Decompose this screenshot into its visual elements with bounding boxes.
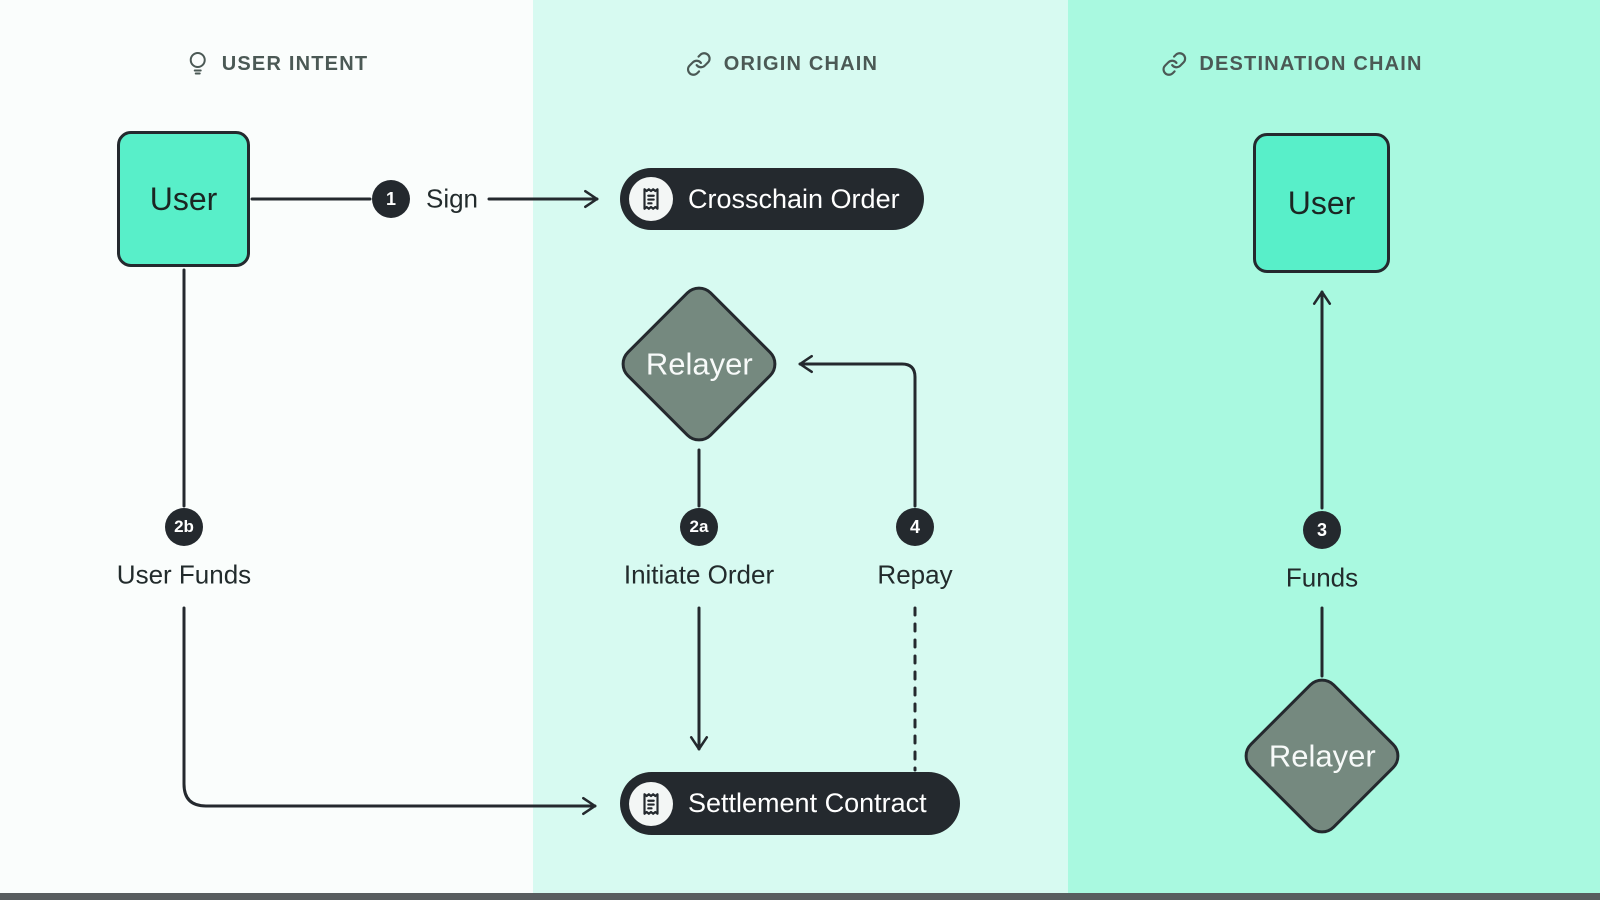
step-label-sign: Sign (425, 183, 479, 214)
header-label: USER INTENT (221, 52, 369, 75)
user-node-origin: User (117, 131, 250, 267)
user-node-destination: User (1253, 133, 1390, 273)
crosschain-order-pill: Crosschain Order (620, 168, 924, 230)
step-label-initiate-order: Initiate Order (623, 559, 775, 590)
badge-3: 3 (1303, 511, 1341, 549)
badge-2a: 2a (680, 508, 718, 546)
step-label-user-funds: User Funds (116, 559, 252, 590)
badge-2b: 2b (165, 508, 203, 546)
header-destination-chain: DESTINATION CHAIN (1161, 48, 1422, 80)
pill-label: Crosschain Order (688, 183, 900, 214)
node-label: Relayer (645, 345, 753, 381)
badge-4: 4 (896, 508, 934, 546)
lightbulb-icon (186, 51, 210, 77)
chain-link-icon (686, 51, 712, 77)
chain-link-icon (1161, 51, 1187, 77)
repay-connector-arrow (798, 354, 917, 508)
column-origin-chain (533, 0, 1068, 900)
bottom-bar (0, 893, 1600, 900)
node-label: Relayer (1268, 737, 1376, 773)
badge-1: 1 (372, 180, 410, 218)
pill-label: Settlement Contract (688, 788, 927, 818)
receipt-icon (629, 177, 673, 221)
node-label: User (1287, 184, 1356, 221)
header-label: ORIGIN CHAIN (723, 52, 879, 75)
header-origin-chain: ORIGIN CHAIN (686, 48, 878, 80)
node-label: User (149, 180, 218, 217)
header-user-intent: USER INTENT (186, 48, 369, 80)
column-user-intent (0, 0, 533, 900)
step-label-repay: Repay (877, 559, 953, 590)
receipt-icon (629, 781, 673, 826)
header-label: DESTINATION CHAIN (1199, 52, 1423, 75)
settlement-contract-pill: Settlement Contract (620, 772, 960, 835)
step-label-funds: Funds (1285, 562, 1359, 593)
user-funds-connector-arrow (182, 606, 597, 816)
